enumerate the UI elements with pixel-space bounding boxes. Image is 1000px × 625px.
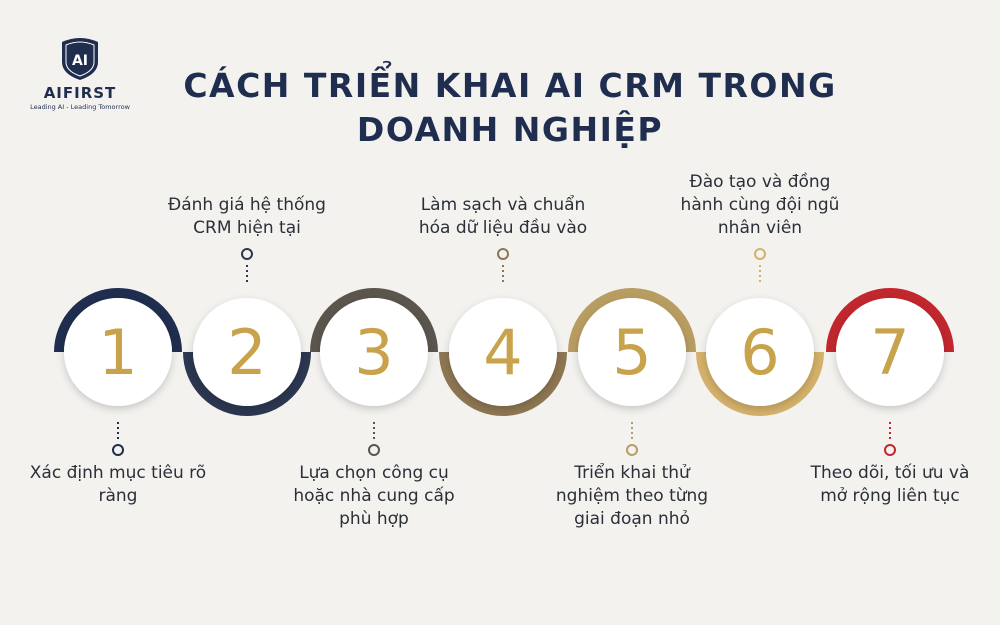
step-4-number: 4 <box>483 316 522 389</box>
step-4-text: Làm sạch và chuẩn hóa dữ liệu đầu vào <box>418 195 588 238</box>
brand-tagline: Leading AI - Leading Tomorrow <box>30 103 130 111</box>
step-6-dot <box>754 248 766 260</box>
step-6-circle <box>706 298 814 406</box>
step-1-number: 1 <box>98 316 137 389</box>
title-line-1: CÁCH TRIỂN KHAI AI CRM TRONG <box>183 66 837 105</box>
step-5-dot <box>626 444 638 456</box>
step-4-circle <box>449 298 557 406</box>
step-5-text: Triển khai thử nghiệm theo từng giai đoạ… <box>555 463 709 529</box>
step-7-number: 7 <box>870 316 909 389</box>
logo-emblem-text: AI <box>72 53 88 69</box>
step-7-text: Theo dõi, tối ưu và mở rộng liên tục <box>810 463 970 506</box>
step-3-number: 3 <box>354 316 393 389</box>
page-title: CÁCH TRIỂN KHAI AI CRM TRONG DOANH NGHIỆ… <box>170 64 850 152</box>
step-2-number: 2 <box>227 316 266 389</box>
step-3-arc <box>310 288 438 353</box>
step-1-circle <box>64 298 172 406</box>
step-1-dot <box>112 444 124 456</box>
step-2-text: Đánh giá hệ thống CRM hiện tại <box>168 195 326 238</box>
shield-logo-icon: AI <box>62 38 98 80</box>
step-1-arc <box>54 288 182 353</box>
step-3-text: Lựa chọn công cụ hoặc nhà cung cấp phù h… <box>293 463 455 529</box>
step-3-circle <box>320 298 428 406</box>
step-7-dot <box>884 444 896 456</box>
step-6-arc <box>696 351 824 416</box>
step-4-dot <box>497 248 509 260</box>
step-1-text: Xác định mục tiêu rõ ràng <box>29 463 207 506</box>
step-6-text: Đào tạo và đồng hành cùng đội ngũ nhân v… <box>680 172 840 238</box>
step-7-circle <box>836 298 944 406</box>
step-7-arc <box>826 288 954 353</box>
step-5-number: 5 <box>612 316 651 389</box>
step-5-circle <box>578 298 686 406</box>
brand-logo: AI AIFIRST Leading AI - Leading Tomorrow <box>30 36 130 111</box>
step-2-circle <box>193 298 301 406</box>
step-2-dot <box>241 248 253 260</box>
step-6-number: 6 <box>740 316 779 389</box>
step-2-arc <box>183 351 311 416</box>
brand-name: AIFIRST <box>43 84 117 102</box>
step-4-arc <box>439 351 567 416</box>
step-5-arc <box>568 288 696 353</box>
step-3-dot <box>368 444 380 456</box>
title-line-2: DOANH NGHIỆP <box>356 110 664 149</box>
